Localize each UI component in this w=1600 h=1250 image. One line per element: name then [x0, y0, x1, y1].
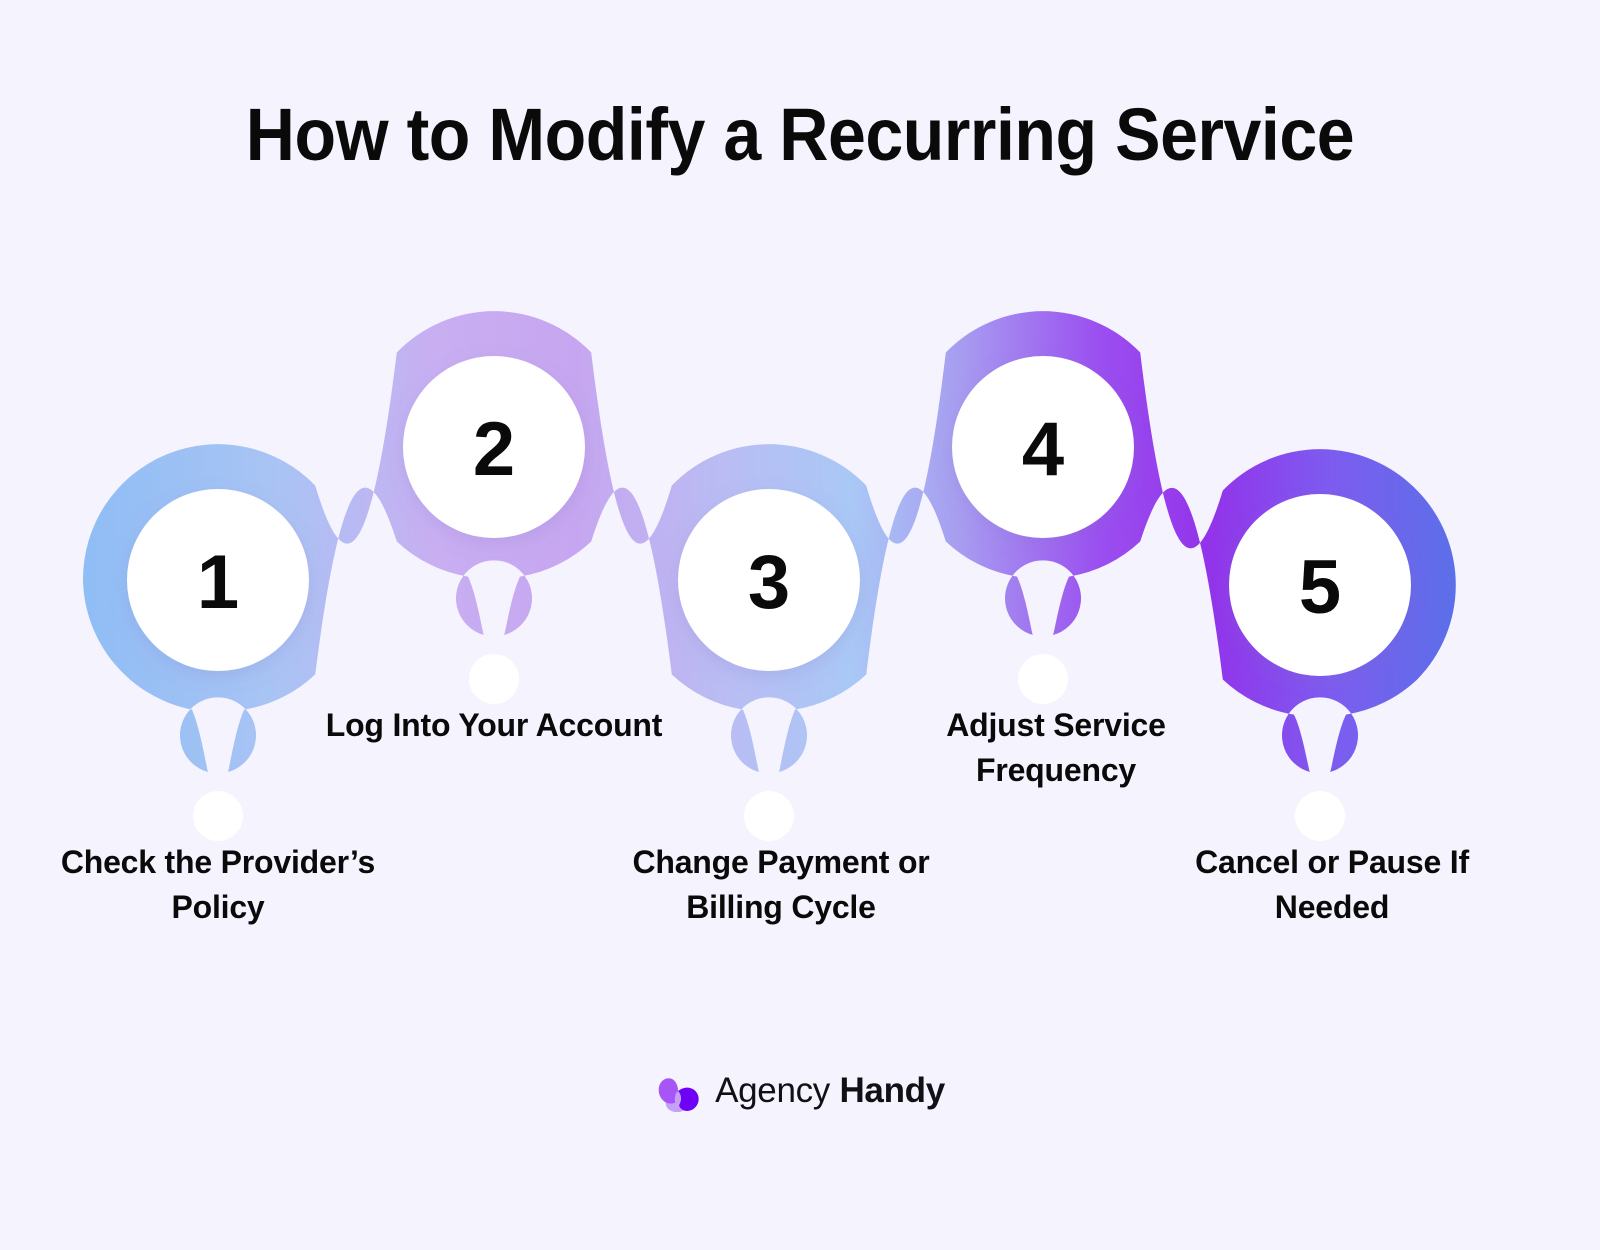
brand-name-bold: Handy [839, 1071, 945, 1110]
logo-lobe-top-left [658, 1078, 679, 1104]
step-label-1: Check the Provider’s Policy [60, 844, 376, 926]
logo-lobe-right [678, 1087, 699, 1111]
brand-name-light: Agency [715, 1071, 831, 1110]
step-pin-hole-2 [469, 654, 519, 704]
step-pin-hole-3 [744, 791, 794, 841]
step-number-2: 2 [472, 407, 516, 492]
page-title: How to Modify a Recurring Service [245, 93, 1355, 176]
step-label-5: Cancel or Pause If Needed [1195, 844, 1469, 926]
step-number-3: 3 [747, 540, 791, 625]
step-label-3: Change Payment or Billing Cycle [632, 844, 930, 926]
step-label-4: Adjust Service Frequency [946, 707, 1166, 789]
step-pin-hole-1 [193, 791, 243, 841]
step-number-4: 4 [1021, 407, 1065, 492]
step-number-5: 5 [1298, 545, 1342, 630]
brand-name: Agency Handy [715, 1071, 945, 1111]
agency-handy-logo-icon [658, 1078, 699, 1113]
brand-footer: Agency Handy [655, 1068, 945, 1114]
step-label-2: Log Into Your Account [325, 707, 663, 743]
step-pin-hole-4 [1018, 654, 1068, 704]
step-pin-hole-5 [1295, 791, 1345, 841]
step-number-1: 1 [196, 540, 240, 625]
